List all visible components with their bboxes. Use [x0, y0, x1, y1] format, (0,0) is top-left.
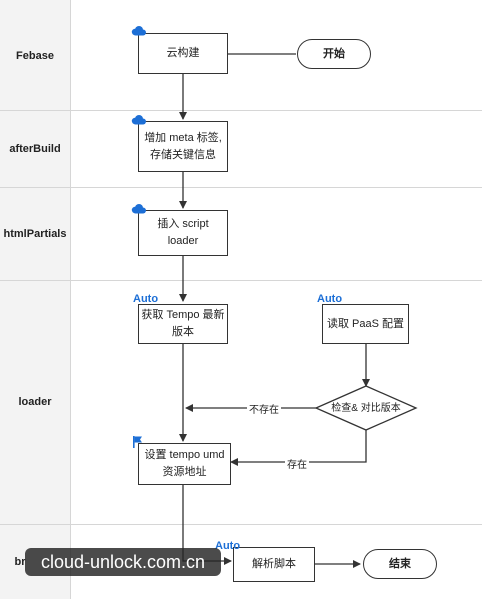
auto-tag: Auto: [133, 293, 159, 305]
cloud-icon: [131, 204, 146, 214]
edge-label-not-exist: 不存在: [247, 401, 281, 416]
lane-divider: [0, 187, 482, 188]
auto-tag: Auto: [317, 293, 343, 305]
read-paas-node: 读取 PaaS 配置: [322, 304, 409, 344]
add-meta-node: 增加 meta 标签, 存储关键信息: [138, 121, 228, 172]
lane-label-afterbuild: afterBuild: [9, 143, 61, 155]
check-compare-label: 检查& 对比版本: [331, 402, 401, 414]
set-tempo-node: 设置 tempo umd 资源地址: [138, 443, 231, 485]
cloud-icon: [131, 115, 146, 125]
edge-label-exist: 存在: [285, 456, 309, 471]
lane-divider: [0, 110, 482, 111]
lane-divider: [0, 524, 482, 525]
watermark-banner: cloud-unlock.com.cn: [25, 548, 221, 576]
get-tempo-node: 获取 Tempo 最新 版本: [138, 304, 228, 344]
edge-check-exist: [230, 430, 367, 466]
lane-header-htmlpartials: [0, 188, 71, 280]
lane-header-loader: [0, 281, 71, 524]
start-node: 开始: [297, 39, 371, 69]
lane-header-febase: [0, 0, 71, 110]
cloud-build-node: 云构建: [138, 33, 228, 74]
insert-script-node: 插入 script loader: [138, 210, 228, 256]
lane-label-loader: loader: [18, 396, 52, 408]
lane-label-browser: br: [14, 556, 26, 568]
lane-header-afterbuild: [0, 111, 71, 187]
lane-divider: [0, 280, 482, 281]
flag-icon: [133, 436, 142, 448]
end-node: 结束: [363, 549, 437, 579]
lane-label-febase: Febase: [16, 50, 54, 62]
decision-diamond: [314, 385, 418, 431]
parse-script-node: 解析脚本: [233, 547, 315, 582]
lane-label-htmlpartials: htmlPartials: [3, 228, 67, 240]
cloud-icon: [131, 26, 146, 36]
auto-tag: Auto: [215, 540, 241, 552]
